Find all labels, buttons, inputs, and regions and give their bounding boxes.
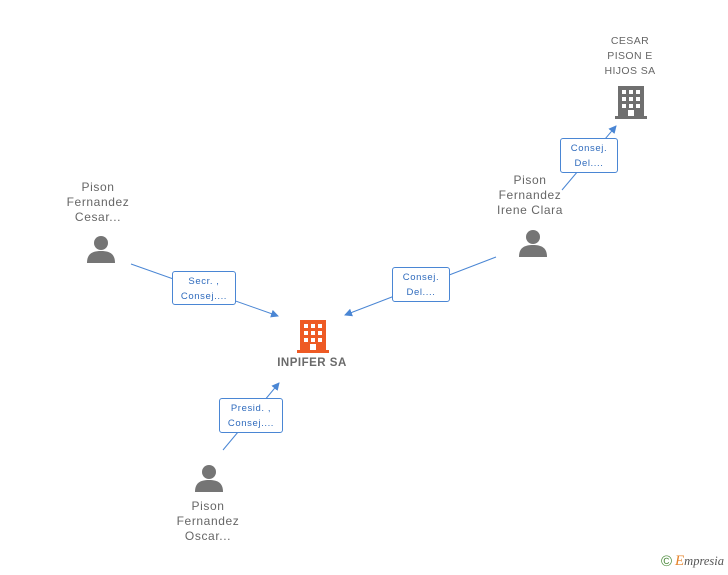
relation-line: Secr. ,	[188, 276, 220, 287]
company-name-line: PISON E	[607, 50, 653, 62]
person-icon[interactable]	[518, 228, 548, 258]
relation-line: Del....	[574, 158, 604, 169]
person-icon[interactable]	[86, 234, 116, 264]
relation-box-cesar-inpifer[interactable]: Secr. , Consej....	[172, 271, 236, 305]
relation-box-irene-inpifer[interactable]: Consej. Del....	[392, 267, 450, 302]
person-name-line: Fernandez	[176, 514, 240, 528]
person-name-line: Cesar...	[74, 210, 122, 224]
company-name-line: CESAR	[610, 35, 650, 47]
person-name-line: Pison	[513, 173, 547, 187]
relation-line: Presid. ,	[230, 403, 272, 414]
main-company-label[interactable]: INPIFER SA	[277, 357, 347, 369]
person-label-pison-fernandez-irene[interactable]: Pison Fernandez Irene Clara	[480, 173, 580, 218]
person-label-pison-fernandez-oscar[interactable]: Pison Fernandez Oscar...	[158, 499, 258, 544]
relation-line: Consej....	[227, 418, 275, 429]
person-name-line: Fernandez	[66, 195, 130, 209]
relation-line: Del....	[406, 287, 436, 298]
brand-logo: Empresia	[675, 553, 724, 570]
person-name-line: Pison	[191, 499, 225, 513]
brand-initial: E	[675, 553, 685, 569]
relation-box-oscar-inpifer[interactable]: Presid. , Consej....	[219, 398, 283, 433]
company-label-cesar-pison[interactable]: CESAR PISON E HIJOS SA	[588, 34, 672, 79]
copyright-icon: ©	[660, 553, 672, 570]
relation-box-irene-cesarsa[interactable]: Consej. Del....	[560, 138, 618, 173]
person-name-line: Fernandez	[498, 188, 562, 202]
person-name-line: Irene Clara	[497, 203, 563, 217]
relation-line: Consej....	[180, 291, 228, 302]
footer-brand: © Empresia	[661, 553, 724, 570]
person-label-pison-fernandez-cesar[interactable]: Pison Fernandez Cesar...	[48, 180, 148, 225]
main-building-icon[interactable]	[297, 318, 329, 354]
brand-rest: mpresia	[684, 554, 724, 568]
relation-line: Consej.	[402, 272, 440, 283]
relation-line: Consej.	[570, 143, 608, 154]
person-icon[interactable]	[194, 463, 224, 493]
company-name-line: HIJOS SA	[604, 65, 656, 77]
building-icon[interactable]	[615, 84, 647, 120]
person-name-line: Pison	[81, 180, 115, 194]
person-name-line: Oscar...	[184, 529, 232, 543]
